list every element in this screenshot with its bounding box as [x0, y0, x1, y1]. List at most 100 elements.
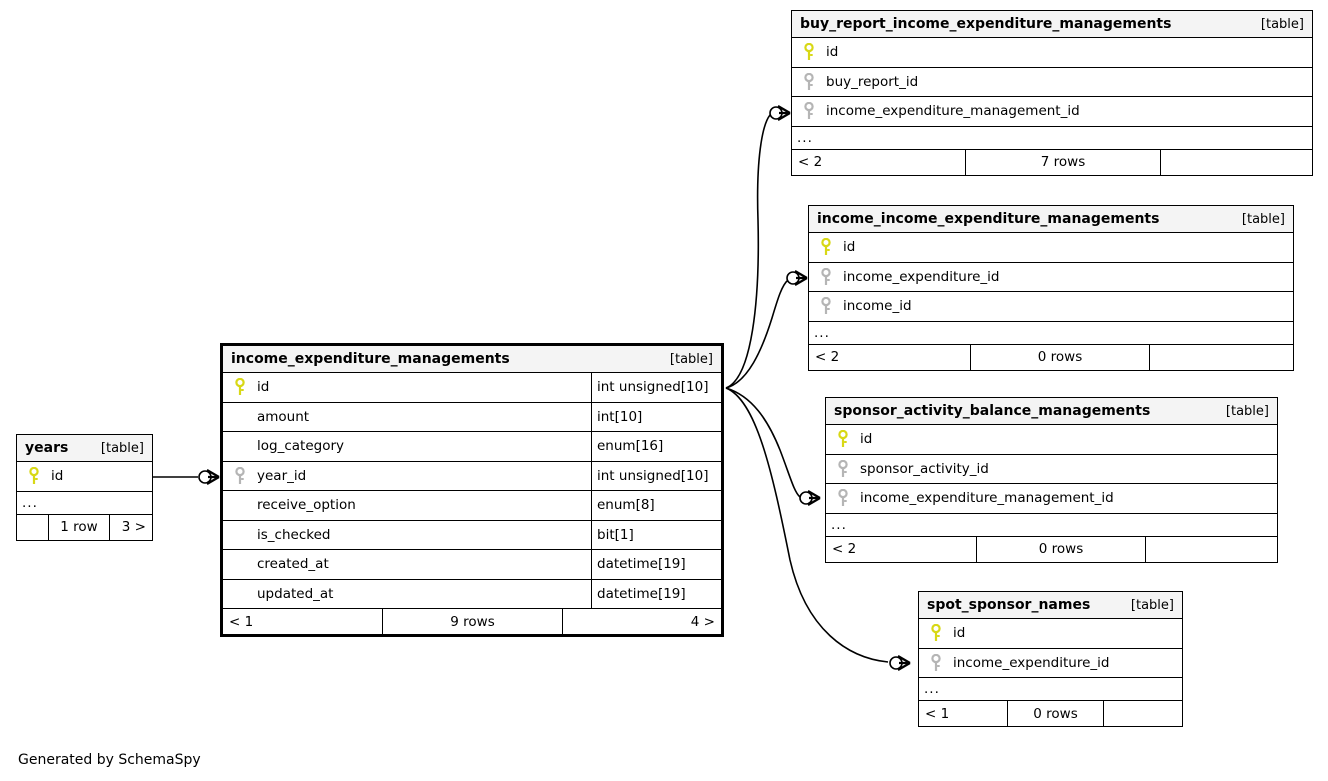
foreign-key-icon	[815, 267, 837, 286]
primary-key-icon	[832, 430, 854, 448]
edge-iem-to-buy-report-income-expenditure-managements	[725, 105, 791, 389]
column-name-cell: year_id	[223, 462, 591, 491]
column-name: updated_at	[257, 585, 334, 602]
column-name: income_expenditure_id	[843, 268, 1000, 285]
table-header: income_expenditure_managements [table]	[223, 346, 721, 373]
table-header: sponsor_activity_balance_managements [ta…	[826, 398, 1277, 425]
column-name: created_at	[257, 556, 329, 573]
edge-years-to-income-expenditure-managements	[153, 469, 220, 485]
column-name-cell: id	[826, 425, 1277, 454]
table-income-expenditure-managements[interactable]: income_expenditure_managements [table] i…	[220, 343, 724, 637]
foreign-key-icon	[815, 297, 837, 315]
footer-children-count[interactable]	[1104, 701, 1182, 726]
table-income-income-expenditure-managements[interactable]: income_income_expenditure_managements [t…	[808, 205, 1294, 371]
more-columns-indicator: ...	[919, 678, 1182, 701]
table-row[interactable]: buy_report_id	[792, 67, 1312, 97]
column-name-cell: id	[919, 619, 1182, 648]
table-footer: < 1 0 rows	[919, 701, 1182, 726]
foreign-key-icon	[229, 466, 251, 485]
foreign-key-icon	[832, 489, 854, 507]
table-row[interactable]: income_expenditure_management_id	[792, 97, 1312, 127]
column-name-cell: created_at	[223, 550, 591, 579]
table-row[interactable]: created_at datetime[19]	[223, 550, 721, 580]
more-columns-indicator: ...	[826, 514, 1277, 537]
table-row[interactable]: id int unsigned[10]	[223, 373, 721, 403]
table-footer: < 1 9 rows 4 >	[223, 609, 721, 634]
column-name: buy_report_id	[826, 73, 919, 90]
column-type: bit[1]	[591, 520, 721, 549]
footer-parents-count[interactable]: < 2	[815, 349, 840, 365]
table-row[interactable]: receive_option enum[8]	[223, 491, 721, 521]
column-name: amount	[257, 408, 310, 425]
table-sponsor-activity-balance-managements[interactable]: sponsor_activity_balance_managements [ta…	[825, 397, 1278, 563]
table-title: income_expenditure_managements	[231, 351, 510, 367]
footer-parents-count[interactable]	[17, 515, 48, 540]
footer-row-count: 1 row	[48, 514, 110, 540]
column-name-cell: income_expenditure_id	[919, 649, 1182, 678]
footer-parents-count[interactable]: < 1	[925, 705, 950, 722]
table-row[interactable]: updated_at datetime[19]	[223, 579, 721, 609]
column-name-cell: sponsor_activity_id	[826, 455, 1277, 484]
footer-children-count[interactable]	[1146, 537, 1277, 562]
table-row[interactable]: sponsor_activity_id	[826, 454, 1277, 484]
column-name-cell: log_category	[223, 432, 591, 461]
table-header: buy_report_income_expenditure_management…	[792, 11, 1312, 38]
table-row[interactable]: id	[919, 619, 1182, 649]
table-title: spot_sponsor_names	[927, 597, 1091, 613]
column-type: int unsigned[10]	[591, 373, 721, 402]
table-row[interactable]: id	[17, 462, 152, 492]
column-name-cell: amount	[223, 403, 591, 432]
table-row[interactable]: year_id int unsigned[10]	[223, 461, 721, 491]
table-kind-label: [table]	[100, 440, 144, 456]
column-name: sponsor_activity_id	[860, 460, 989, 477]
footer-children-count[interactable]	[1161, 150, 1312, 175]
footer-parents-count[interactable]: < 1	[229, 613, 254, 630]
table-footer: < 2 0 rows	[809, 344, 1293, 370]
table-row[interactable]: id	[792, 38, 1312, 68]
footer-row-count: 0 rows	[1007, 701, 1104, 726]
table-row[interactable]: income_id	[809, 292, 1293, 322]
foreign-key-icon	[925, 653, 947, 672]
table-row[interactable]: is_checked bit[1]	[223, 520, 721, 550]
table-header: years [table]	[17, 435, 152, 462]
table-row[interactable]: amount int[10]	[223, 402, 721, 432]
column-name-cell: income_expenditure_id	[809, 263, 1293, 292]
column-type: enum[16]	[591, 432, 721, 461]
table-row[interactable]: income_expenditure_id	[919, 648, 1182, 678]
table-footer: < 2 7 rows	[792, 149, 1312, 175]
footer-row-count: 7 rows	[965, 149, 1161, 175]
foreign-key-icon	[798, 72, 820, 91]
footer-children-count[interactable]	[1150, 345, 1293, 370]
table-years[interactable]: years [table] id ... 1 row 3 >	[16, 434, 153, 541]
footer-row-count: 0 rows	[970, 344, 1150, 370]
table-kind-label: [table]	[1225, 403, 1269, 419]
footer-parents-count[interactable]: < 2	[832, 541, 857, 557]
table-header: income_income_expenditure_managements [t…	[809, 206, 1293, 233]
table-title: years	[25, 440, 69, 456]
more-columns-indicator: ...	[792, 127, 1312, 150]
primary-key-icon	[23, 467, 45, 485]
table-spot-sponsor-names[interactable]: spot_sponsor_names [table] id income_exp…	[918, 591, 1183, 727]
foreign-key-icon	[798, 102, 820, 120]
footer-parents-count[interactable]: < 2	[798, 154, 823, 170]
table-row[interactable]: income_expenditure_management_id	[826, 484, 1277, 514]
table-buy-report-income-expenditure-managements[interactable]: buy_report_income_expenditure_management…	[791, 10, 1313, 176]
column-name: id	[826, 44, 839, 61]
footer-children-count[interactable]: 3 >	[121, 519, 146, 535]
table-header: spot_sponsor_names [table]	[919, 592, 1182, 619]
table-row[interactable]: id	[826, 425, 1277, 455]
column-name-cell: income_expenditure_management_id	[792, 97, 1312, 126]
table-row[interactable]: id	[809, 233, 1293, 263]
column-name-cell: receive_option	[223, 491, 591, 520]
table-title: buy_report_income_expenditure_management…	[800, 16, 1172, 32]
column-type: int unsigned[10]	[591, 461, 721, 490]
table-row[interactable]: log_category enum[16]	[223, 432, 721, 462]
column-name: id	[51, 468, 64, 485]
column-name-cell: is_checked	[223, 521, 591, 550]
column-name: id	[843, 239, 856, 256]
generator-credit: Generated by SchemaSpy	[18, 752, 201, 768]
footer-children-count[interactable]: 4 >	[690, 613, 715, 630]
table-row[interactable]: income_expenditure_id	[809, 262, 1293, 292]
column-name: id	[257, 379, 270, 396]
